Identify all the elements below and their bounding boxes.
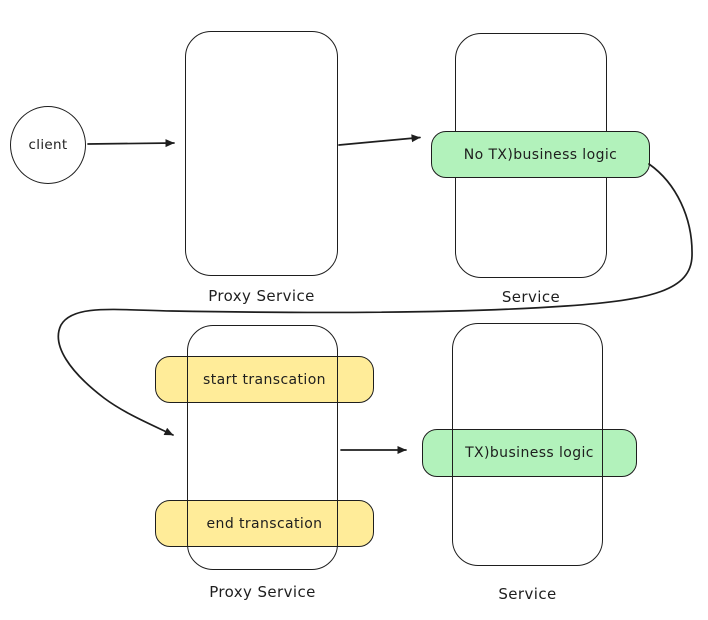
- client-to-top-proxy-arrow: [87, 139, 175, 148]
- bottom-service-caption: Service: [498, 585, 557, 603]
- top-proxy-service-caption: Proxy Service: [208, 287, 315, 305]
- no-tx-business-logic-step: No TX)business logic: [431, 131, 650, 178]
- client-node: client: [10, 106, 86, 184]
- top-service-caption: Service: [501, 288, 561, 306]
- top-proxy-service-node: [185, 31, 338, 276]
- bottom-proxy-service-node: [187, 325, 338, 570]
- tx-business-logic-label: TX)business logic: [465, 445, 594, 461]
- bottom-service-node: [452, 323, 603, 566]
- end-transaction-label: end transcation: [206, 515, 323, 532]
- client-node-label: client: [28, 137, 68, 153]
- no-tx-business-logic-label: No TX)business logic: [463, 146, 618, 163]
- bottom-proxy-service-caption: Proxy Service: [209, 583, 316, 601]
- top-proxy-to-no-tx-arrow: [338, 134, 421, 146]
